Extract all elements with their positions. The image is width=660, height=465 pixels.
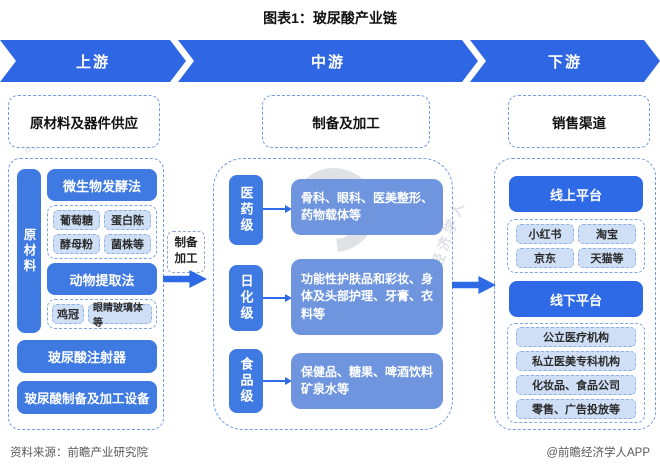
pharma-applications: 骨科、眼科、医美整形、药物载体等 (291, 179, 443, 235)
banner-downstream: 下游 (470, 40, 660, 82)
page-title: 图表1：玻尿酸产业链 (263, 10, 397, 26)
midstream-header: 制备及加工 (262, 95, 430, 148)
syringe-box: 玻尿酸注射器 (17, 340, 157, 373)
upstream-container: 原材料 微生物发酵法 葡萄糖 蛋白陈 酵母粉 菌株等 动物提取法 鸡冠 眼睛玻璃… (8, 158, 164, 430)
banner-upstream: 上游 (0, 40, 186, 82)
list-item: 酵母粉 (53, 234, 100, 254)
list-item: 眼睛玻璃体等 (88, 303, 152, 329)
online-platform-box: 线上平台 (509, 176, 643, 212)
food-applications: 保健品、糖果、啤酒饮料矿泉水等 (291, 353, 443, 409)
list-item: 鸡冠 (52, 304, 84, 324)
arrow-midstream-to-downstream (452, 276, 496, 294)
daily-chemical-level-box: 日化级 (229, 265, 263, 331)
list-item: 蛋白陈 (104, 210, 151, 230)
food-level-box: 食品级 (229, 349, 263, 413)
arrow-pharma (263, 205, 292, 213)
list-item: 天猫等 (578, 248, 636, 268)
arrow-daily-chemical (263, 294, 292, 302)
animal-extraction-items: 鸡冠 眼睛玻璃体等 (47, 299, 157, 329)
animal-extraction-box: 动物提取法 (47, 263, 157, 295)
downstream-container: 线上平台 小红书 淘宝 京东 天猫等 线下平台 公立医疗机构 私立医美专科机构 … (494, 158, 656, 430)
preparation-link-label: 制备加工 (167, 231, 205, 273)
fermentation-method-box: 微生物发酵法 (47, 169, 157, 201)
source-note: 资料来源：前瞻产业研究院 (10, 447, 148, 459)
downstream-header: 销售渠道 (508, 95, 650, 148)
fermentation-items: 葡萄糖 蛋白陈 酵母粉 菌株等 (47, 205, 157, 259)
list-item: 京东 (516, 248, 574, 268)
list-item: 化妆品、食品公司 (516, 375, 636, 395)
credit-note: @前瞻经济学人APP (546, 447, 650, 459)
online-platform-items: 小红书 淘宝 京东 天猫等 (507, 219, 645, 273)
upstream-header: 原材料及器件供应 (8, 95, 160, 148)
banner-midstream: 中游 (178, 40, 478, 82)
equipment-box: 玻尿酸制备及加工设备 (17, 381, 157, 414)
list-item: 菌株等 (104, 234, 151, 254)
offline-platform-items: 公立医疗机构 私立医美专科机构 化妆品、食品公司 零售、广告投放等 (507, 323, 645, 423)
midstream-container: 医药级 骨科、眼科、医美整形、药物载体等 日化级 功能性护肤品和彩妆、身体及头部… (213, 158, 453, 430)
list-item: 零售、广告投放等 (516, 399, 636, 419)
daily-chemical-applications: 功能性护肤品和彩妆、身体及头部护理、牙膏、衣料等 (291, 259, 443, 335)
list-item: 葡萄糖 (53, 210, 100, 230)
pharma-level-box: 医药级 (229, 175, 263, 245)
list-item: 小红书 (516, 224, 574, 244)
offline-platform-box: 线下平台 (509, 281, 643, 317)
list-item: 淘宝 (578, 224, 636, 244)
raw-material-label: 原材料 (17, 169, 41, 333)
list-item: 公立医疗机构 (516, 327, 636, 347)
arrow-food (263, 377, 292, 385)
list-item: 私立医美专科机构 (516, 351, 636, 371)
